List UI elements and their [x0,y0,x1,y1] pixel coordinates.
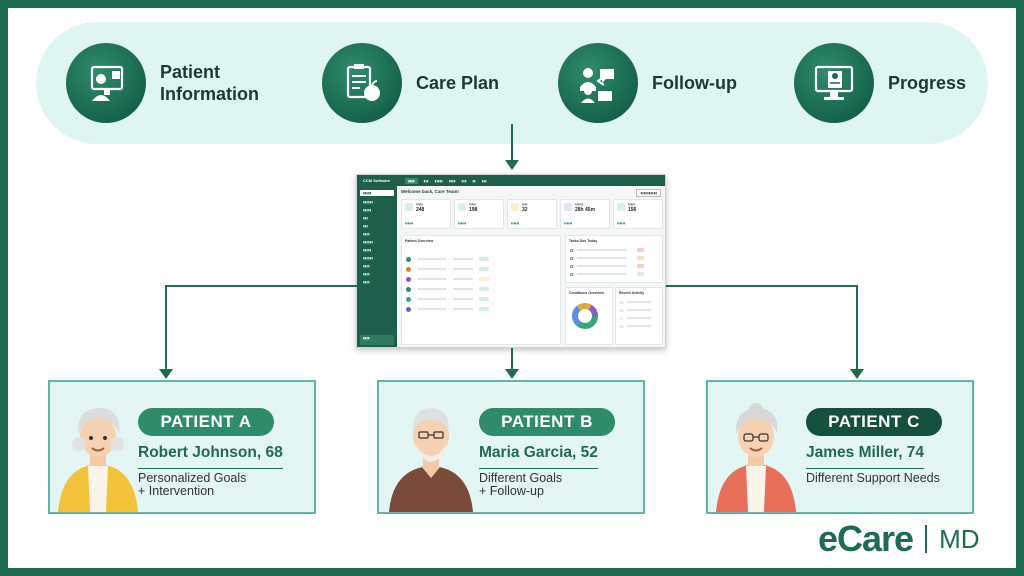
patient-c-avatar-icon [716,403,796,512]
patient-description: Personalized Goals + Intervention [138,471,247,498]
nav-item: ▮▮▮▮▮ [434,178,443,183]
nav-item: ▮▮▮▮ [448,178,456,183]
patient-card-a: PATIENT A Robert Johnson, 68 Personalize… [48,380,316,514]
dashboard-topbar: CCM Software ▮▮▮▮ ▮▮▮ ▮▮▮▮▮ ▮▮▮▮ ▮▮▮ ▮▮ … [357,175,665,186]
sidebar-item: ▮▮▮▮▮ [363,248,372,252]
patient-name: Robert Johnson, 68 [138,444,283,469]
stat-icon [511,203,519,211]
patient-card-c: PATIENT C James Miller, 74 Different Sup… [706,380,974,514]
stat-card: ▮▮▮▮▮198▮▮▮▮▮▮ [454,199,504,229]
dashboard-welcome: Welcome back, Care Team! [401,189,459,194]
dashboard-sidebar: ▮▮▮▮▮ ▮▮▮▮▮▮ ▮▮▮▮▮ ▮▮▮ ▮▮▮ ▮▮▮▮ ▮▮▮▮▮▮ ▮… [357,186,397,347]
feature-follow-up: Follow-up [558,42,737,124]
connector-line [166,285,358,287]
progress-icon [794,43,874,123]
feature-progress: Progress [794,42,966,124]
patient-overview-panel: Patient Overview [401,235,561,345]
activity-panel: Recent Activity [615,287,663,345]
sidebar-item: ▮▮▮▮▮▮ [363,256,373,260]
sidebar-item: ▮▮▮▮ [363,264,370,268]
ecare-md-logo: eCare MD [818,516,980,562]
patient-name: Maria Garcia, 52 [479,444,598,469]
sidebar-item: ▮▮▮ [363,216,368,220]
tasks-panel: Tasks Due Today [565,235,663,283]
stat-icon [564,203,572,211]
stat-card: ▮▮▮▮▮248▮▮▮▮▮▮ [401,199,451,229]
feature-care-plan: Care Plan [322,42,499,124]
connector-line [165,285,167,371]
sidebar-item: ▮▮▮ [363,224,368,228]
patient-card-b: PATIENT B Maria Garcia, 52 Different Goa… [377,380,645,514]
table-row [402,254,560,264]
connector-line [856,285,858,371]
panel-title: Tasks Due Today [569,239,598,243]
help-box: ▮▮▮▮ [360,335,394,345]
date-range: ▮▮▮▮▮▮▮▮▮▮ [636,189,661,197]
feature-label: Follow-up [652,73,737,93]
panel-title: Recent Activity [619,291,645,295]
stat-icon [405,203,413,211]
dashboard-brand: CCM Software [363,178,391,183]
feature-label: Patient Information [160,62,259,104]
care-plan-icon [322,43,402,123]
logo-divider [925,525,928,553]
nav-item: ▮▮▮ [461,178,467,183]
arrow-down-icon [850,369,864,379]
sidebar-item: ▮▮▮▮▮▮ [363,200,373,204]
patient-information-icon [66,43,146,123]
connector-line [511,124,513,162]
patient-badge: PATIENT A [138,408,274,436]
nav-item: ▮▮▮ [481,178,487,183]
stat-row: ▮▮▮▮▮248▮▮▮▮▮▮ ▮▮▮▮▮198▮▮▮▮▮▮ ▮▮▮▮32▮▮▮▮… [401,199,663,229]
arrow-down-icon [505,369,519,379]
table-row [402,274,560,284]
sidebar-item: ▮▮▮▮ [363,272,370,276]
connector-line [666,285,858,287]
nav-item: ▮▮▮▮ [405,177,418,184]
follow-up-icon [558,43,638,123]
table-row [402,264,560,274]
stat-icon [458,203,466,211]
patient-badge: PATIENT C [806,408,942,436]
patient-badge: PATIENT B [479,408,615,436]
patient-description: Different Goals + Follow-up [479,471,563,498]
dashboard-preview: CCM Software ▮▮▮▮ ▮▮▮ ▮▮▮▮▮ ▮▮▮▮ ▮▮▮ ▮▮ … [356,174,666,348]
feature-label: Progress [888,73,967,93]
nav-item: ▮▮▮ [423,178,429,183]
arrow-down-icon [505,160,519,170]
patient-a-avatar-icon [58,408,138,512]
patient-b-avatar-icon [389,408,473,512]
stat-card: ▮▮▮▮▮156▮▮▮▮▮▮ [613,199,663,229]
table-row [402,284,560,294]
sidebar-item: ▮▮▮▮ [363,232,370,236]
panel-title: Conditions Overview [569,291,604,295]
panel-title: Patient Overview [405,239,434,243]
dashboard-main: Welcome back, Care Team! ▮▮▮▮▮▮▮▮▮▮ ▮▮▮▮… [401,189,663,347]
stat-icon [617,203,625,211]
feature-label: Care Plan [416,73,500,93]
sidebar-item: ▮▮▮▮ [363,280,370,284]
sidebar-item: ▮▮▮▮▮▮ [363,240,373,244]
sidebar-item: ▮▮▮▮▮ [363,208,372,212]
feature-patient-information: Patient Information [66,42,259,124]
feature-banner: Patient Information Care Plan [36,22,988,144]
patient-description: Different Support Needs [806,471,940,485]
patient-name: James Miller, 74 [806,444,925,469]
donut-chart [572,303,598,329]
logo-suffix: MD [939,523,980,554]
stat-card: ▮▮▮▮▮▮28h 45m▮▮▮▮▮▮ [560,199,610,229]
conditions-panel: Conditions Overview [565,287,613,345]
arrow-down-icon [159,369,173,379]
stat-card: ▮▮▮▮32▮▮▮▮▮▮ [507,199,557,229]
connector-line [511,348,513,371]
table-row [402,304,560,314]
logo-brand: eCare [818,518,914,559]
table-row [402,294,560,304]
nav-item: ▮▮ [472,178,476,183]
sidebar-item: ▮▮▮▮▮ [360,190,394,196]
